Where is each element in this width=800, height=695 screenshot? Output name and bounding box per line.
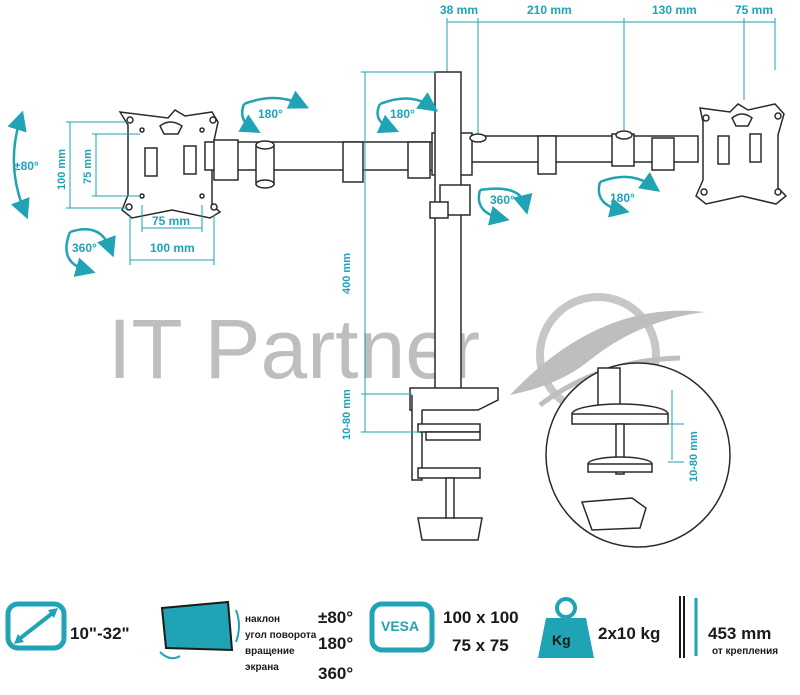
dim-top-130: 130 mm (652, 3, 697, 17)
vesa-icon (369, 601, 435, 653)
top-dimension-lines (446, 18, 776, 135)
screen-size-icon (5, 601, 67, 651)
watermark-text: IT Partner (108, 302, 480, 396)
height-note: от крепления (712, 646, 779, 657)
dim-top-38: 38 mm (440, 3, 478, 17)
clamp-detail-view (545, 362, 731, 548)
pole-dimension-lines (361, 71, 436, 433)
rot-swivel-pole: 180° (390, 107, 415, 121)
right-vesa-plate (695, 103, 788, 205)
swivel-value: 180° (318, 634, 354, 653)
rot-swivel-right: 180° (610, 191, 635, 205)
rotating-screen-icon (159, 600, 240, 660)
rotation-arrows (7, 90, 661, 277)
tilt-value: ±80° (318, 608, 354, 627)
dim-vesa-h75: 75 mm (152, 214, 190, 228)
dim-top-75: 75 mm (735, 3, 773, 17)
screen-size-value: 10"-32" (70, 624, 130, 643)
rotate-value: 360° (318, 664, 354, 683)
rot-swivel-arm: 360° (490, 193, 515, 207)
swivel-label: угол поворота (245, 630, 317, 641)
weight-icon (538, 597, 594, 658)
mount-pole-and-clamp (409, 71, 499, 541)
dim-clamp-range: 10-80 mm (341, 389, 353, 440)
dim-vesa-h100: 100 mm (150, 241, 195, 255)
rot-swivel-left: 180° (258, 107, 283, 121)
height-icon (679, 596, 698, 658)
dim-pole-400: 400 mm (341, 253, 353, 294)
rot-tilt: ±80° (14, 159, 39, 173)
dim-vesa-v100: 100 mm (56, 149, 68, 190)
mount-arms (204, 130, 699, 189)
dim-top-210: 210 mm (527, 3, 572, 17)
vesa-dimension-lines (66, 121, 215, 265)
rotate-label-2: экрана (245, 662, 279, 673)
rot-plate: 360° (72, 241, 97, 255)
weight-badge: Kg (552, 632, 571, 648)
height-value: 453 mm (708, 624, 772, 643)
tilt-label: наклон (245, 614, 281, 625)
rotate-label-1: вращение (245, 646, 295, 657)
vesa-size-2: 75 x 75 (452, 636, 509, 655)
left-vesa-plate (118, 109, 222, 219)
dim-vesa-v75: 75 mm (82, 149, 94, 184)
specs-strip: 10"-32" наклон угол поворота вращение эк… (0, 590, 800, 695)
weight-value: 2x10 kg (598, 624, 661, 643)
specs-icons (5, 596, 698, 660)
vesa-badge: VESA (381, 618, 420, 634)
vesa-size-1: 100 x 100 (443, 608, 519, 627)
dim-detail-clamp-range: 10-80 mm (688, 431, 700, 482)
